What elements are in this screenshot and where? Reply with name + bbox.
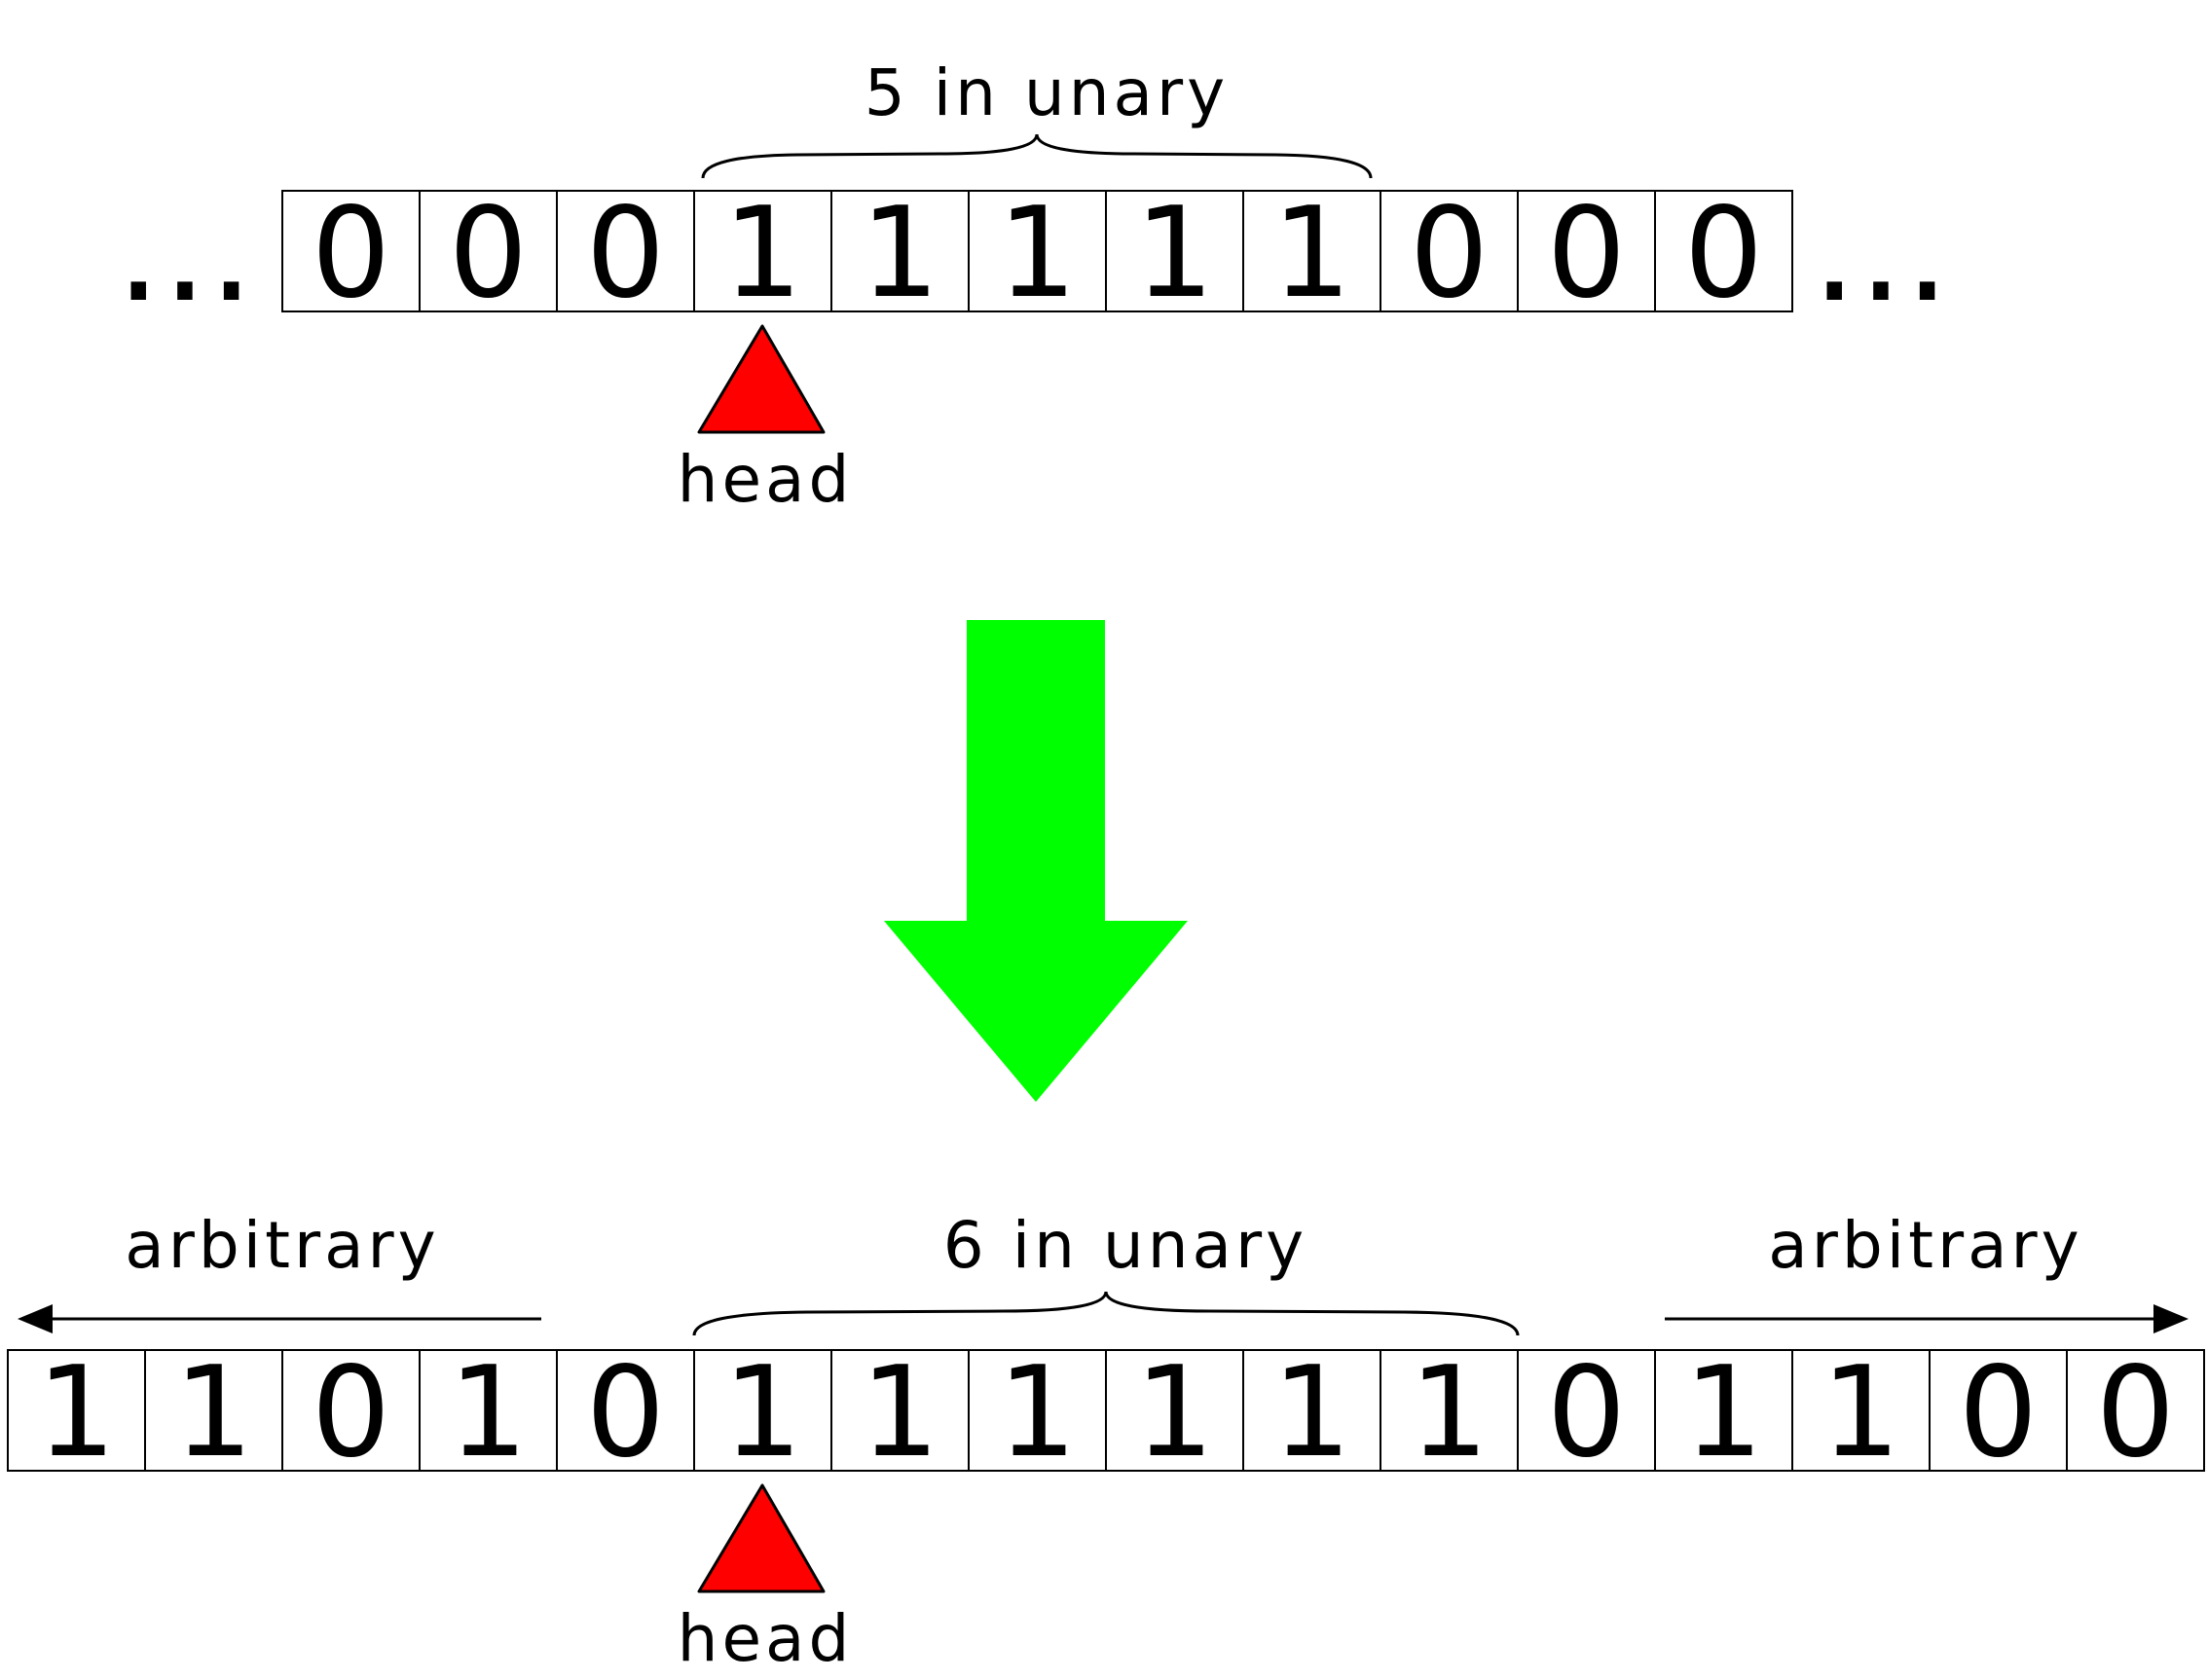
cell-value: 1: [861, 1340, 939, 1485]
bottom-brace-label: 6 in unary: [943, 1208, 1307, 1283]
cell-value: 1: [1272, 181, 1351, 326]
cell-value: 1: [723, 181, 802, 326]
top-unary-brace: [701, 133, 1373, 179]
tape-cell: 1: [1105, 181, 1244, 326]
bottom-head-marker: [697, 1483, 826, 1593]
left-arrowhead-icon: [18, 1304, 53, 1333]
bottom-tape: arbitrary arbitrary 1 1 0 1 0 1 1 1 1 1 …: [7, 1208, 2205, 1676]
tape-cell: 1: [1242, 1340, 1381, 1485]
tape-cell: 1: [693, 181, 832, 326]
tape-cell: 1: [968, 1340, 1107, 1485]
cell-value: 1: [998, 1340, 1077, 1485]
tape-cell: 1: [968, 181, 1107, 326]
cell-value: 1: [449, 1340, 528, 1485]
top-left-ellipsis: ...: [115, 165, 254, 335]
tape-cell: 1: [1242, 181, 1381, 326]
cell-value: 0: [449, 181, 528, 326]
tape-cell: 0: [556, 181, 695, 326]
tape-cell: 0: [1517, 1340, 1656, 1485]
tape-cell: 0: [1517, 181, 1656, 326]
bottom-tape-cells: 1 1 0 1 0 1 1 1 1 1 1 0 1 1 0 0: [7, 1340, 2205, 1485]
cell-value: 1: [1410, 1340, 1489, 1485]
cell-value: 0: [1547, 181, 1626, 326]
tape-cell: 0: [1929, 1340, 2068, 1485]
tape-cell: 1: [1105, 1340, 1244, 1485]
tape-cell: 1: [693, 1340, 832, 1485]
tape-cell: 0: [419, 181, 558, 326]
cell-value: 0: [586, 181, 665, 326]
bottom-head-label: head: [678, 1601, 854, 1676]
cell-value: 0: [312, 181, 390, 326]
bottom-left-arbitrary-label: arbitrary: [125, 1208, 439, 1283]
right-arrowhead-icon: [2153, 1304, 2189, 1333]
tape-cell: 1: [830, 1340, 970, 1485]
cell-value: 0: [1959, 1340, 2038, 1485]
tape-cell: 0: [281, 1340, 421, 1485]
tape-cell: 0: [1654, 181, 1793, 326]
tape-cell: 0: [1380, 181, 1519, 326]
top-head-label: head: [678, 442, 854, 517]
tape-cell: 1: [1380, 1340, 1519, 1485]
right-extent-arrow: [1665, 1304, 2189, 1333]
cell-value: 0: [586, 1340, 665, 1485]
cell-value: 1: [1272, 1340, 1351, 1485]
left-extent-arrow: [18, 1304, 541, 1333]
cell-value: 1: [1135, 181, 1214, 326]
cell-value: 0: [1410, 181, 1489, 326]
tape-cell: 1: [7, 1340, 146, 1485]
cell-value: 0: [2096, 1340, 2175, 1485]
cell-value: 1: [174, 1340, 253, 1485]
top-tape: ... ... 0 0 0 1 1 1 1 1 0 0 0 5 in unary…: [115, 55, 1950, 517]
top-right-ellipsis: ...: [1811, 165, 1950, 335]
bottom-right-arbitrary-label: arbitrary: [1768, 1208, 2082, 1283]
tape-cell: 1: [1791, 1340, 1931, 1485]
tape-cell: 0: [556, 1340, 695, 1485]
arrow-head: [884, 921, 1188, 1102]
cell-value: 1: [37, 1340, 116, 1485]
tape-cell: 1: [419, 1340, 558, 1485]
top-head-marker: [697, 324, 826, 434]
arrow-shaft: [967, 620, 1105, 924]
tape-cell: 1: [830, 181, 970, 326]
tape-cell: 0: [281, 181, 421, 326]
cell-value: 1: [723, 1340, 802, 1485]
cell-value: 1: [1684, 1340, 1763, 1485]
cell-value: 0: [1684, 181, 1763, 326]
cell-value: 1: [998, 181, 1077, 326]
bottom-unary-brace: [692, 1291, 1520, 1336]
top-tape-cells: 0 0 0 1 1 1 1 1 0 0 0: [281, 181, 1793, 326]
transition-arrow: [884, 620, 1188, 1102]
tape-cell: 1: [1654, 1340, 1793, 1485]
cell-value: 1: [1135, 1340, 1214, 1485]
cell-value: 0: [1547, 1340, 1626, 1485]
cell-value: 1: [861, 181, 939, 326]
cell-value: 1: [1822, 1340, 1900, 1485]
tape-cell: 0: [2066, 1340, 2205, 1485]
cell-value: 0: [312, 1340, 390, 1485]
top-brace-label: 5 in unary: [865, 55, 1229, 130]
tape-cell: 1: [144, 1340, 283, 1485]
